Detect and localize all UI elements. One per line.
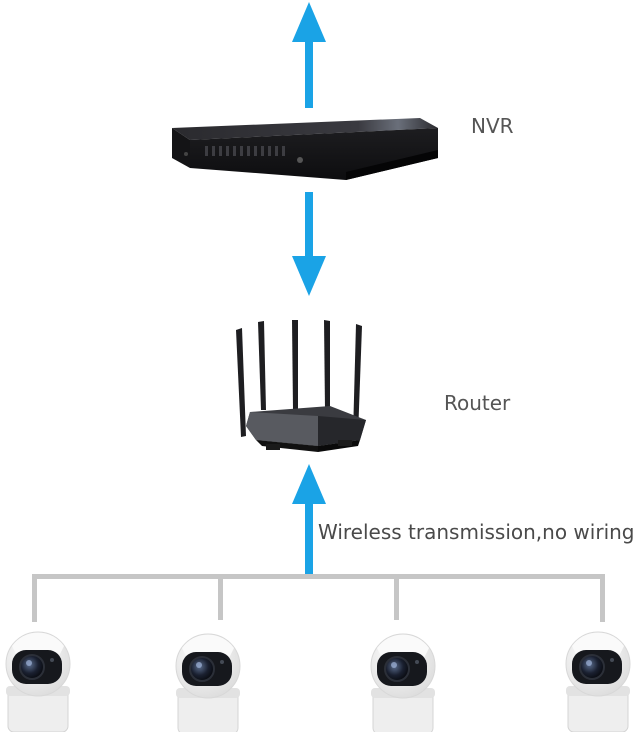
wifi-router-icon bbox=[236, 320, 366, 452]
wireless-link-label: Wireless transmission,no wiring bbox=[318, 520, 635, 544]
nvr-router-arrow bbox=[292, 192, 326, 296]
camera-4 bbox=[565, 631, 631, 732]
camera-bus-lines bbox=[32, 574, 605, 622]
camera-2 bbox=[175, 633, 241, 732]
camera-1 bbox=[5, 631, 71, 732]
nvr-device-icon bbox=[172, 118, 438, 180]
router-label: Router bbox=[444, 391, 511, 415]
camera-router-arrow bbox=[292, 464, 326, 578]
camera-3 bbox=[370, 633, 436, 732]
nvr-label: NVR bbox=[471, 114, 514, 138]
uplink-arrow bbox=[292, 2, 326, 108]
